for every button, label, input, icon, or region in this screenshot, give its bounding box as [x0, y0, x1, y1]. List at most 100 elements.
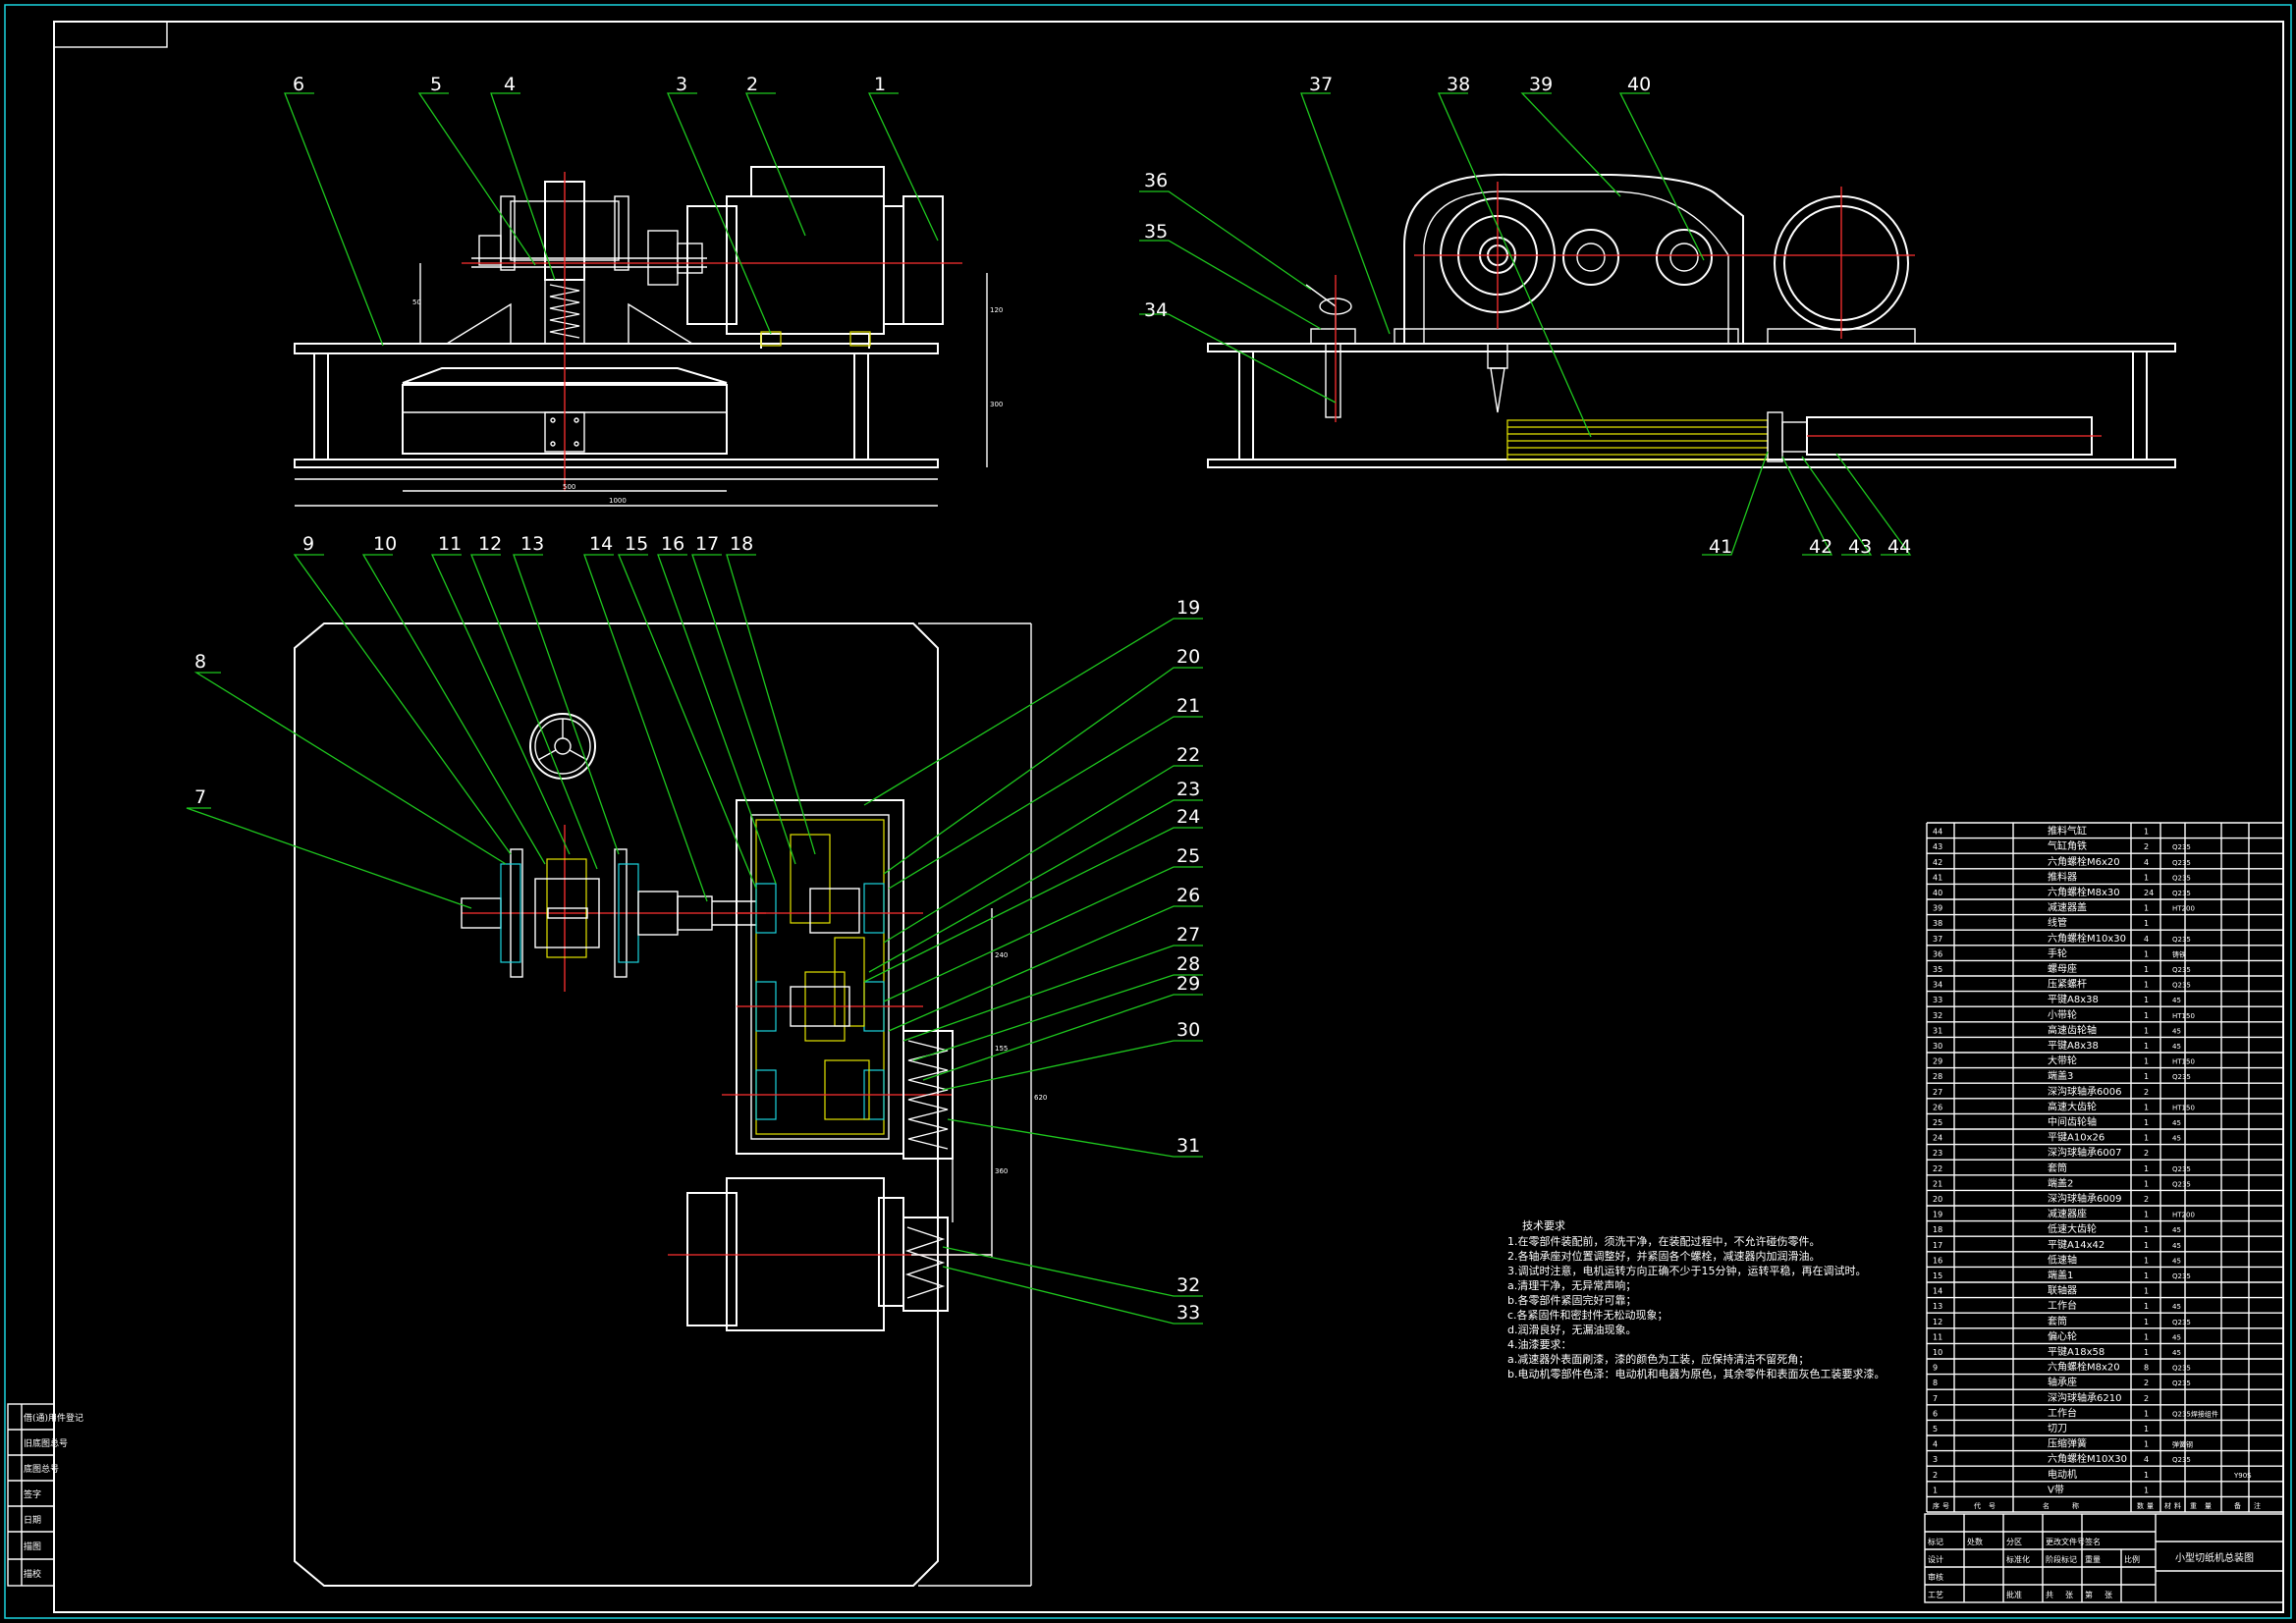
parts-row-no: 8: [1933, 1379, 1938, 1387]
parts-row-qty: 1: [2144, 1256, 2149, 1265]
parts-row-no: 37: [1933, 935, 1942, 944]
title-cell: 第: [2085, 1590, 2093, 1599]
parts-header-cell: 量: [2205, 1502, 2212, 1510]
parts-row-qty: 1: [2144, 904, 2149, 913]
parts-row-no: 9: [1933, 1364, 1938, 1373]
parts-row-name: 线管: [2048, 916, 2067, 929]
title-cell: 标准化: [2006, 1554, 2030, 1564]
tech-line: b.各零部件紧固完好可靠；: [1507, 1293, 1636, 1307]
parts-row-name: 偏心轮: [2048, 1329, 2077, 1342]
parts-row-qty: 1: [2144, 1118, 2149, 1127]
parts-row-qty: 1: [2144, 1042, 2149, 1051]
callout-43: 43: [1848, 536, 1872, 558]
parts-row-no: 10: [1933, 1348, 1942, 1357]
callout-6: 6: [293, 74, 304, 95]
parts-row-material: Q235: [2172, 1380, 2191, 1387]
parts-row-name: 低速轴: [2048, 1253, 2077, 1266]
parts-row-name: 低速大齿轮: [2048, 1222, 2097, 1235]
parts-row-no: 26: [1933, 1103, 1942, 1111]
parts-row-material: Q235: [2172, 966, 2191, 974]
callout-21: 21: [1176, 695, 1200, 717]
title-cell: 更改文件号: [2046, 1537, 2085, 1546]
parts-header-cell: 代: [1974, 1501, 1981, 1510]
callout-40: 40: [1627, 74, 1651, 95]
parts-row-no: 14: [1933, 1287, 1942, 1296]
callout-23: 23: [1176, 779, 1200, 800]
parts-row-material: HT150: [2172, 1058, 2195, 1066]
title-block: 标记 处数 分区 更改文件号 签名 设计 标准化 阶段标记 重量 比例 审核 工…: [1924, 1513, 2284, 1603]
callout-9: 9: [302, 533, 314, 555]
callout-37: 37: [1309, 74, 1333, 95]
top-view: 620 240 155 360: [294, 622, 1047, 1587]
title-cell: 批准: [2006, 1590, 2022, 1599]
tech-line: a.清理干净，无异常声响；: [1507, 1278, 1636, 1292]
dim-text: 1000: [609, 497, 627, 505]
callout-24: 24: [1176, 806, 1200, 828]
parts-row-qty: 1: [2144, 1164, 2149, 1173]
dim-text: 50: [412, 298, 421, 306]
parts-header-cell: 量: [2147, 1502, 2154, 1510]
parts-row-qty: 1: [2144, 1318, 2149, 1326]
parts-row-qty: 1: [2144, 1072, 2149, 1081]
parts-row-qty: 1: [2144, 1211, 2149, 1219]
parts-row-name: 高速齿轮轴: [2048, 1023, 2097, 1036]
parts-row-no: 15: [1933, 1271, 1942, 1280]
parts-row-qty: 2: [2144, 1195, 2149, 1204]
parts-row-name: 端盖2: [2048, 1176, 2073, 1189]
parts-row-qty: 1: [2144, 919, 2149, 928]
title-cell: 比例: [2124, 1554, 2140, 1564]
parts-row-material: Q235: [2172, 874, 2191, 882]
parts-row-qty: 1: [2144, 1486, 2149, 1494]
dim-text: 155: [995, 1045, 1008, 1053]
callout-numbers: 1 2 3 4 5 6 7 8 9 10 11 12 13 14 15 16 1…: [194, 74, 1911, 1324]
side-label: 签字: [24, 1488, 41, 1500]
parts-header-cell: 料: [2174, 1501, 2181, 1510]
title-cell: 设计: [1928, 1554, 1943, 1564]
tech-title: 技术要求: [1522, 1219, 1565, 1232]
title-cell: 张: [2065, 1591, 2073, 1599]
parts-header-cell: 序: [1933, 1501, 1940, 1510]
parts-row-no: 41: [1933, 873, 1942, 882]
parts-row-no: 7: [1933, 1394, 1938, 1403]
callout-13: 13: [520, 533, 544, 555]
dim-text: 360: [995, 1167, 1008, 1175]
parts-row-no: 21: [1933, 1179, 1942, 1188]
parts-row-material: 45: [2172, 1226, 2181, 1234]
parts-row-material: 45: [2172, 1303, 2181, 1311]
callout-17: 17: [695, 533, 719, 555]
parts-row-qty: 1: [2144, 981, 2149, 990]
title-cell: 处数: [1967, 1537, 1983, 1546]
callout-32: 32: [1176, 1274, 1200, 1296]
title-cell: 审核: [1928, 1572, 1943, 1582]
parts-row-qty: 1: [2144, 873, 2149, 882]
callout-33: 33: [1176, 1302, 1200, 1324]
parts-row-no: 44: [1933, 828, 1942, 837]
tech-line: d.润滑良好，无漏油现象。: [1507, 1323, 1636, 1336]
parts-row-no: 24: [1933, 1134, 1942, 1143]
parts-row-name: V带: [2048, 1484, 2064, 1495]
parts-row-no: 33: [1933, 996, 1942, 1004]
parts-row-qty: 24: [2144, 889, 2154, 897]
title-cell: 分区: [2006, 1538, 2022, 1546]
parts-row-material: 45: [2172, 1333, 2181, 1341]
parts-header-cell: 注: [2254, 1501, 2261, 1510]
parts-row-material: HT200: [2172, 1212, 2195, 1219]
parts-row-name: 六角螺栓M8x20: [2048, 1361, 2120, 1374]
callout-20: 20: [1176, 646, 1200, 668]
parts-row-name: 六角螺栓M10x30: [2048, 932, 2126, 945]
parts-row-material: HT200: [2172, 905, 2195, 913]
parts-row-name: 气缸角铁: [2048, 839, 2087, 852]
title-cell: 签名: [2085, 1537, 2101, 1546]
parts-row-qty: 1: [2144, 1057, 2149, 1066]
parts-row-no: 3: [1933, 1455, 1938, 1464]
parts-row-no: 19: [1933, 1211, 1942, 1219]
parts-row-name: 电动机: [2048, 1468, 2077, 1481]
callout-29: 29: [1176, 973, 1200, 995]
parts-row-no: 43: [1933, 842, 1942, 851]
parts-row-material: Q235: [2172, 1319, 2191, 1326]
parts-row-no: 38: [1933, 919, 1942, 928]
tech-line: a.减速器外表面刷漆，漆的颜色为工装，应保持清洁不留死角；: [1507, 1352, 1809, 1366]
dim-text: 620: [1034, 1094, 1047, 1102]
parts-row-no: 29: [1933, 1057, 1942, 1066]
